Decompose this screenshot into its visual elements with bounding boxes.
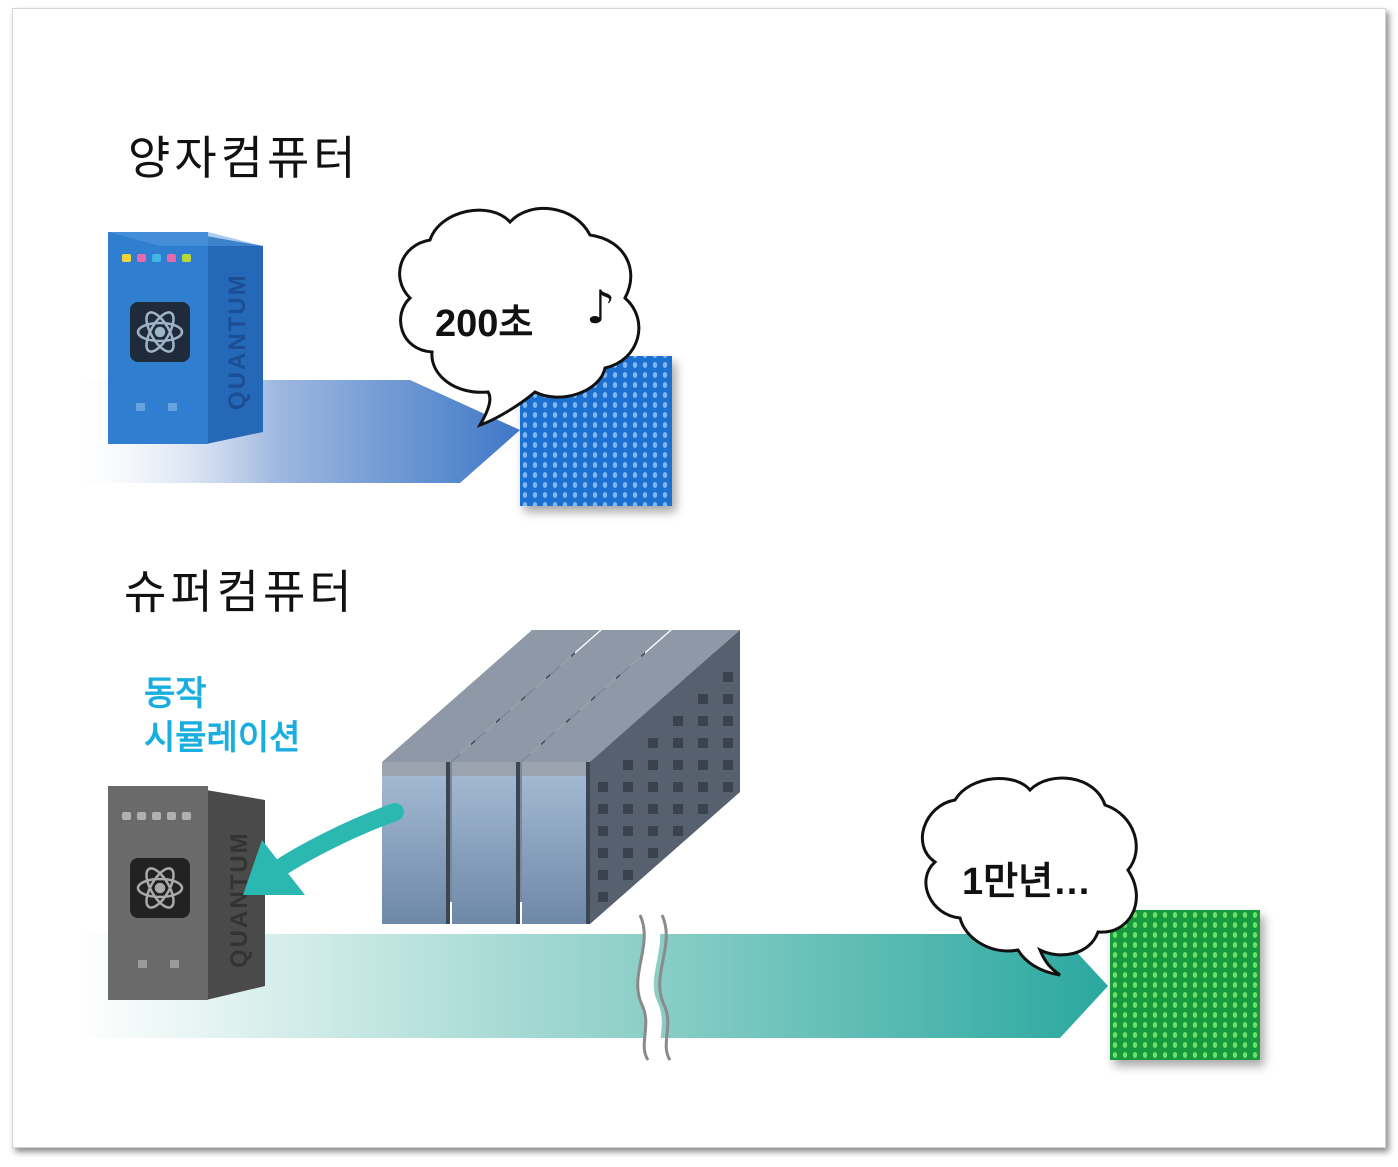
rack-top — [577, 630, 670, 652]
simulation-arrow — [243, 803, 404, 895]
rack-vent — [648, 826, 658, 836]
rack-vent — [673, 716, 683, 726]
rack-top — [552, 652, 645, 674]
rack-top — [647, 630, 740, 652]
rack-vent — [698, 694, 708, 704]
rack-vent — [698, 760, 708, 770]
rack-vent — [623, 826, 633, 836]
rack-vent — [673, 738, 683, 748]
simulated-quantum-device: QUANTUM — [108, 786, 265, 1000]
rack-vent — [598, 848, 608, 858]
rack-top — [482, 652, 575, 674]
rack-top — [547, 718, 640, 740]
simulation-label-line2: 시뮬레이션 — [144, 718, 301, 758]
supercomputer-racks — [382, 630, 740, 924]
rack-top — [502, 696, 595, 718]
rack-vent — [598, 782, 608, 792]
rack-vent — [648, 804, 658, 814]
rack-vent — [623, 782, 633, 792]
rack-cap — [382, 762, 450, 776]
rack-top — [457, 674, 550, 696]
rack-vent — [598, 804, 608, 814]
supercomputer-process-arrow — [76, 934, 1108, 1038]
rack-vent — [698, 804, 708, 814]
rack-gap — [586, 762, 590, 924]
classical-thought-bubble — [920, 776, 1138, 977]
rack-vent — [598, 892, 608, 902]
rack-top — [572, 696, 665, 718]
rack-vent — [648, 738, 658, 748]
rack-vent — [698, 738, 708, 748]
rack-vent — [648, 760, 658, 770]
quantum-thought-bubble — [398, 207, 641, 428]
classical-time-label: 1만년… — [962, 861, 1092, 903]
simulation-label-line1: 동작 — [144, 674, 207, 714]
rack-vent — [723, 672, 733, 682]
rack-cap — [452, 762, 520, 776]
rack-top — [527, 674, 620, 696]
rack-vent — [623, 804, 633, 814]
rack-vent — [623, 848, 633, 858]
quantum-time-label: 200초 — [435, 303, 534, 345]
rack-top — [407, 718, 500, 740]
rack-top — [597, 674, 690, 696]
time-break-mark — [636, 911, 672, 1065]
rack-front — [382, 762, 450, 924]
rack-top — [452, 740, 545, 762]
atom-icon — [136, 867, 184, 909]
rack-vent — [723, 694, 733, 704]
music-note-icon: ♪ — [586, 280, 616, 334]
rack-vent — [623, 870, 633, 880]
rack-top — [432, 696, 525, 718]
rack-vent — [673, 804, 683, 814]
simulated-device-label: QUANTUM — [226, 831, 253, 968]
simulation-label: 동작 시뮬레이션 — [144, 672, 300, 760]
rack-vent — [673, 760, 683, 770]
rack-front — [452, 762, 520, 924]
rack-vent — [648, 848, 658, 858]
rack-top — [507, 630, 600, 652]
quantum-title: 양자컴퓨터 — [128, 131, 360, 185]
quantum-device-label: QUANTUM — [224, 273, 251, 410]
rack-gap — [446, 762, 450, 924]
rack-vent — [723, 738, 733, 748]
rack-vent — [623, 760, 633, 770]
supercomputer-title: 슈퍼컴퓨터 — [124, 565, 356, 619]
rack-top — [622, 652, 715, 674]
rack-gap — [516, 762, 520, 924]
quantum-computer-device: QUANTUM — [108, 232, 263, 444]
rack-vent — [698, 782, 708, 792]
rack-top — [382, 740, 475, 762]
rack-vent — [723, 760, 733, 770]
rack-vent — [723, 716, 733, 726]
rack-vent — [648, 782, 658, 792]
atom-icon — [136, 311, 184, 353]
rack-vent — [723, 782, 733, 792]
rack-top — [522, 740, 615, 762]
rack-vent — [673, 826, 683, 836]
classical-data-block — [1110, 910, 1260, 1060]
rack-vent — [598, 870, 608, 880]
rack-vent — [598, 826, 608, 836]
rack-top — [477, 718, 570, 740]
rack-front — [522, 762, 590, 924]
rack-cap — [522, 762, 590, 776]
rack-vent — [698, 716, 708, 726]
rack-vent — [673, 782, 683, 792]
